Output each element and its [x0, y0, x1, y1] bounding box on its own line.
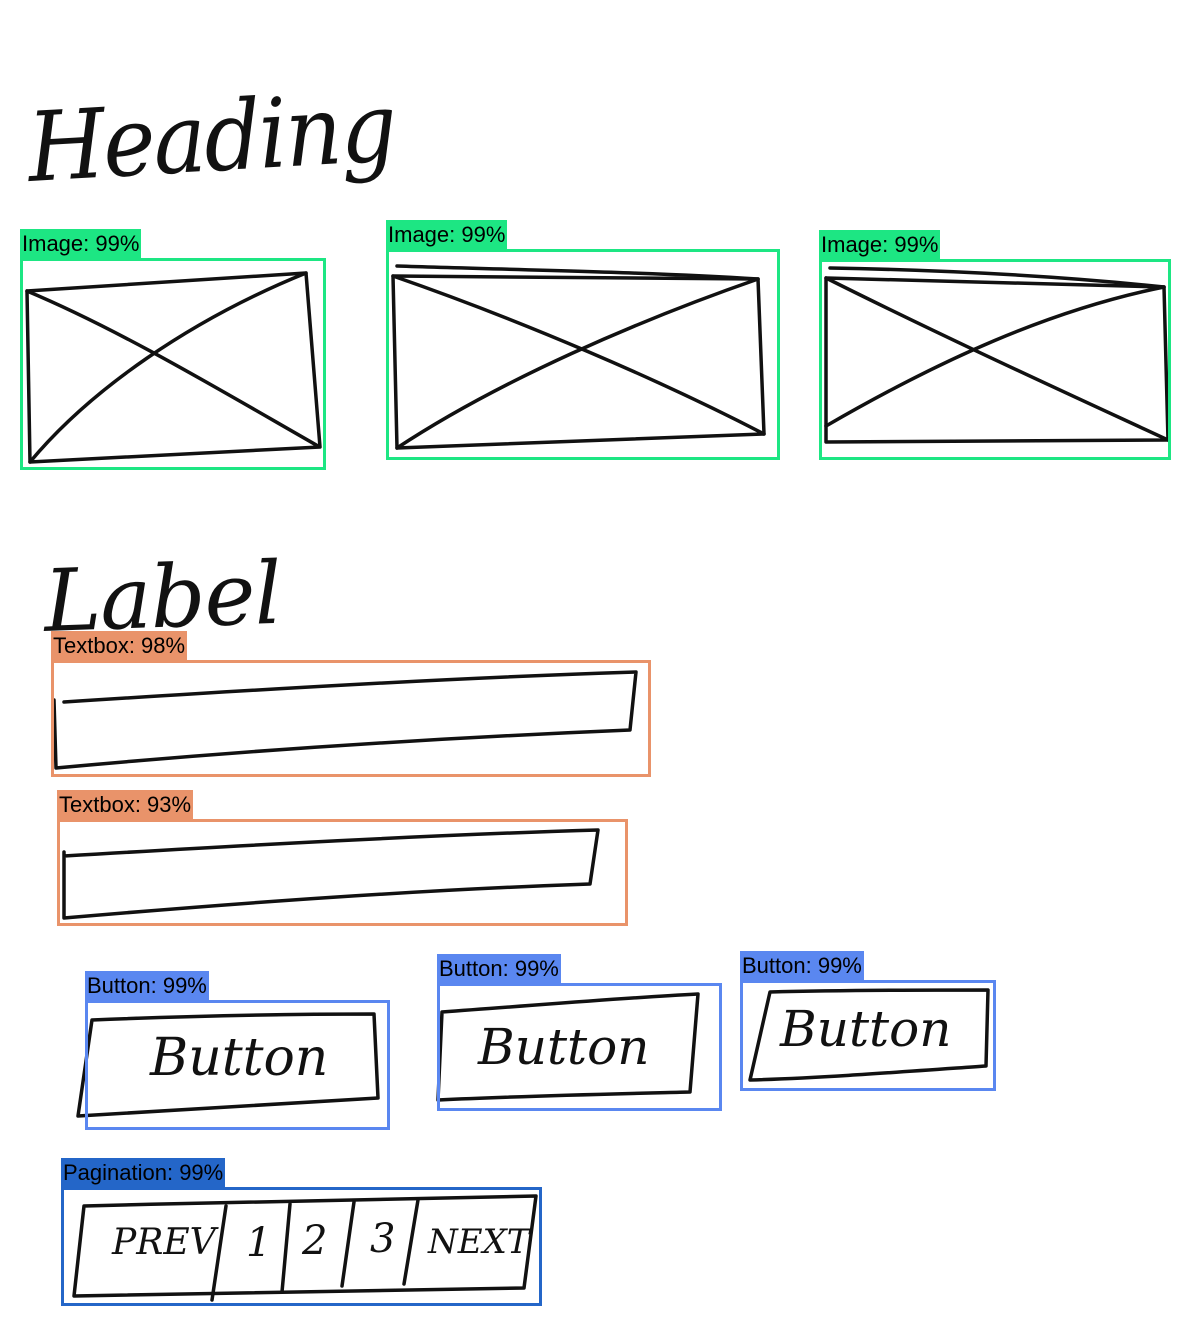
- image-detection-box: Image: 99%: [386, 220, 780, 460]
- button-sketch-label-3: Button: [780, 1000, 952, 1058]
- image-detection-box: Image: 99%: [20, 229, 326, 470]
- button-sketch-label-1: Button: [150, 1028, 329, 1088]
- detection-tag: Button: 99%: [740, 951, 864, 981]
- button-sketch-label-2: Button: [478, 1018, 650, 1076]
- button-sketch-1: [76, 1012, 380, 1118]
- button-detection-box: Button: 99%: [740, 951, 996, 1091]
- pagination-detection-box: Pagination: 99%: [61, 1158, 542, 1306]
- button-sketch-3: [748, 988, 990, 1082]
- detection-tag: Button: 99%: [437, 954, 561, 984]
- image-sketch-1: [25, 271, 322, 464]
- textbox-detection-box: Textbox: 98%: [51, 631, 651, 777]
- image-detection-box: Image: 99%: [819, 230, 1171, 460]
- detection-tag: Textbox: 98%: [51, 631, 188, 661]
- textbox-sketch-1: [52, 670, 638, 770]
- button-detection-box: Button: 99%: [437, 954, 722, 1111]
- pagination-page-2: 2: [302, 1218, 328, 1264]
- pagination-page-1: 1: [246, 1220, 272, 1266]
- detection-tag: Image: 99%: [386, 220, 508, 250]
- textbox-sketch-2: [62, 828, 600, 920]
- detection-tag: Pagination: 99%: [61, 1158, 226, 1188]
- detection-tag: Textbox: 93%: [57, 790, 194, 820]
- pagination-prev: PREV: [112, 1222, 216, 1263]
- button-detection-box: Button: 99%: [85, 971, 390, 1130]
- detection-tag: Button: 99%: [85, 971, 209, 1001]
- textbox-detection-box: Textbox: 93%: [57, 790, 628, 926]
- button-sketch-2: [436, 992, 700, 1102]
- detection-tag: Image: 99%: [819, 230, 941, 260]
- pagination-next: NEXT: [428, 1222, 530, 1262]
- detection-tag: Image: 99%: [20, 229, 142, 259]
- pagination-page-3: 3: [370, 1216, 396, 1262]
